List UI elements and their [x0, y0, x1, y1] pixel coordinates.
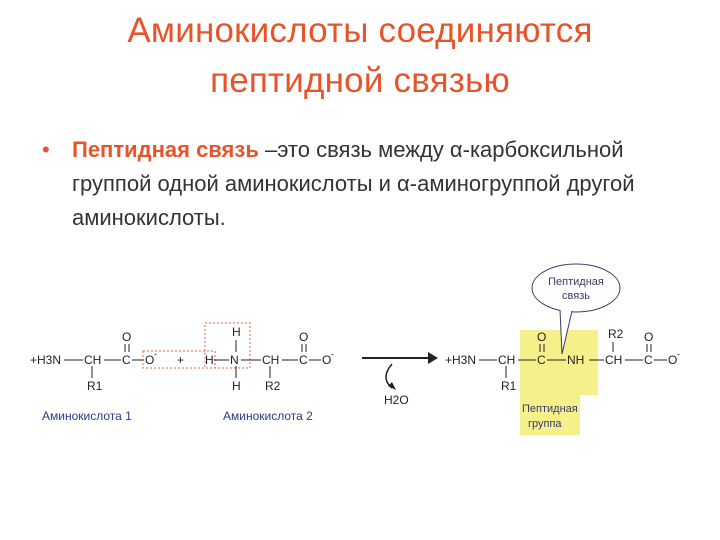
peptide-group-label-highlight	[520, 395, 580, 435]
aa1-r: R1	[87, 379, 103, 393]
product-c2: C	[644, 353, 653, 367]
water-arrowhead-icon	[388, 382, 396, 390]
peptide-bond-callout	[531, 263, 621, 313]
reaction-arrowhead-icon	[428, 352, 438, 364]
title-line-2: пептидной связью	[210, 61, 510, 100]
aa2-h-top: H	[232, 325, 241, 339]
callout-line-2: связь	[562, 290, 590, 302]
aa2-o-top: O	[299, 330, 308, 344]
aa1-o-top: O	[122, 330, 131, 344]
aa1-charge: -	[154, 349, 157, 359]
slide-title: Аминокислоты соединяются пептидной связь…	[0, 6, 720, 106]
product-r1: R1	[501, 379, 517, 393]
product-o: O	[668, 353, 677, 367]
plus-sign: +	[177, 353, 184, 367]
product-r2: R2	[608, 327, 624, 341]
aa1-ch: CH	[84, 353, 101, 367]
aa2-n: N	[230, 353, 239, 367]
product-nh: NH	[567, 353, 584, 367]
title-line-1: Аминокислоты соединяются	[127, 11, 593, 50]
peptide-group-highlight	[520, 330, 598, 395]
aa2-c: C	[299, 353, 308, 367]
definition-text: Пептидная связь –это связь между α-карбо…	[72, 133, 682, 235]
water-label: H2O	[384, 393, 409, 407]
aa1-o: O	[145, 353, 154, 367]
aa1-label: Аминокислота 1	[42, 409, 132, 423]
aa1-nterm: +H3N	[30, 353, 61, 367]
callout-line-1: Пептидная	[548, 276, 604, 288]
product-nterm: +H3N	[445, 353, 476, 367]
definition-term: Пептидная связь	[72, 137, 259, 162]
aa2-h-left: H	[205, 353, 214, 367]
definition-bullet: • Пептидная связь –это связь между α-кар…	[42, 133, 682, 235]
aa2-r: R2	[265, 379, 281, 393]
aa1-c: C	[122, 353, 131, 367]
product-c1: C	[537, 353, 546, 367]
group-label-line-2: группа	[528, 418, 562, 430]
definition-body: –это связь между α-карбоксильной группой…	[72, 137, 635, 230]
product-o-top2: O	[644, 330, 653, 344]
product-o-top1: O	[537, 330, 546, 344]
product-ch2: CH	[605, 353, 622, 367]
aa2-charge: -	[331, 349, 334, 359]
aa2-label: Аминокислота 2	[223, 409, 313, 423]
aa2-ch: CH	[262, 353, 279, 367]
bullet-icon: •	[42, 137, 50, 162]
removed-atoms-box-2	[204, 322, 251, 369]
aa2-o: O	[322, 353, 331, 367]
product-ch1: CH	[498, 353, 515, 367]
aa2-h-bottom: H	[232, 379, 241, 393]
callout-pointer-icon	[559, 309, 573, 355]
product-charge: -	[677, 349, 680, 359]
group-label-line-1: Пептидная	[522, 403, 578, 415]
